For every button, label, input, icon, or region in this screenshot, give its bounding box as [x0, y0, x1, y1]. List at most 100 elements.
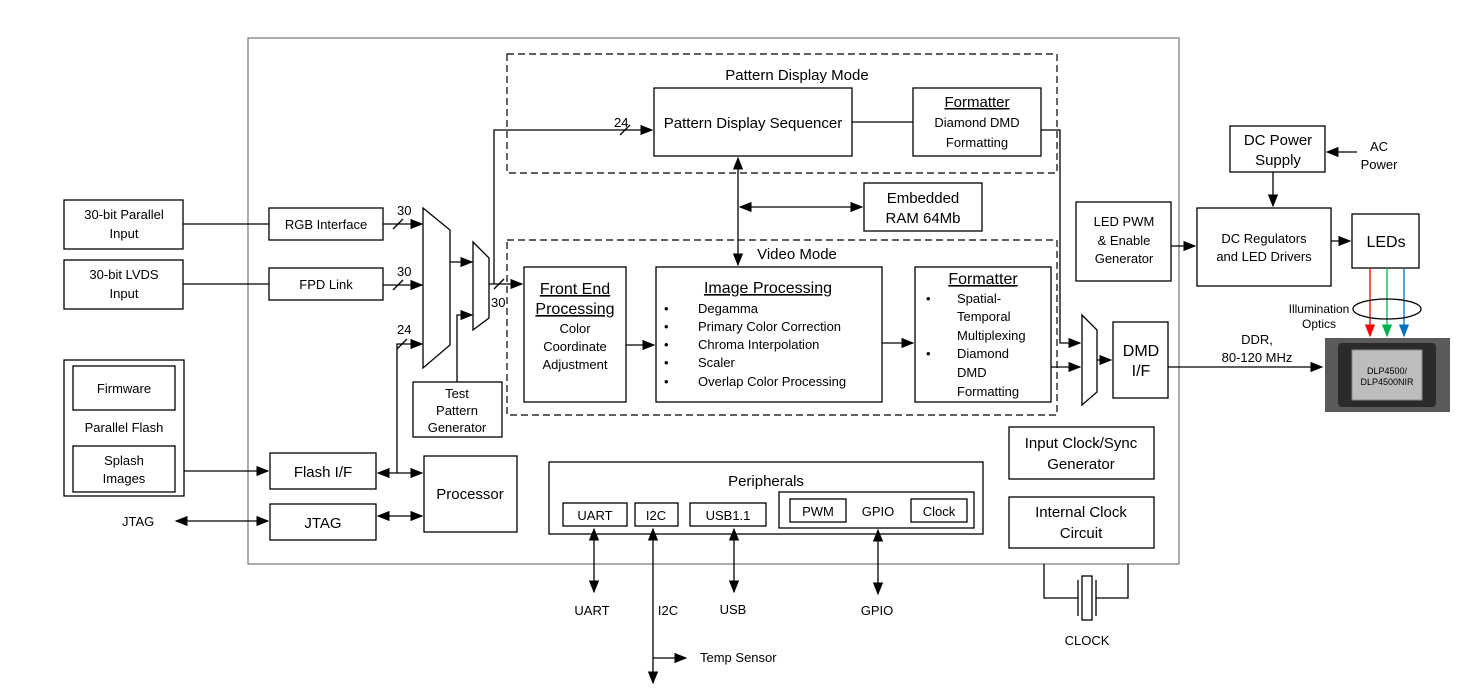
int-clock-l1: Internal Clock: [1035, 504, 1127, 521]
fpd-link: [268, 267, 384, 301]
dmd-if: [1112, 321, 1169, 399]
formatter2-title: Formatter: [948, 271, 1018, 288]
processor-label: Processor: [436, 486, 504, 503]
in-clock-l2: Generator: [1047, 456, 1115, 473]
gpio-label: GPIO: [862, 504, 895, 519]
tpg-l1: Test: [445, 386, 469, 401]
ac-l1: AC: [1370, 139, 1388, 154]
tpg-to-mux2: [456, 309, 474, 382]
formatter1-l1: Diamond DMD: [934, 115, 1019, 130]
bus-slash: [396, 338, 408, 350]
input-clock-sync: [1008, 426, 1155, 480]
ip-item: Degamma: [698, 301, 759, 316]
dc-power-l2: Supply: [1255, 152, 1301, 169]
lvds-in-l2: Input: [110, 286, 139, 301]
splash-images: [72, 445, 176, 493]
optics-l1: Illumination: [1289, 302, 1350, 316]
tpg-l2: Pattern: [436, 403, 478, 418]
bus-width-24: 24: [397, 322, 411, 337]
fmt2-l2: Temporal: [957, 309, 1011, 324]
usb-external: USB: [720, 602, 747, 617]
ram-l1: Embedded: [887, 190, 960, 207]
svg-text:•: •: [664, 337, 669, 352]
front-end-t1: Front End: [540, 281, 610, 298]
i2c-block: [634, 502, 679, 527]
optics-l2: Optics: [1302, 317, 1336, 331]
parallel-in-l2: Input: [110, 226, 139, 241]
video-mode-region: [506, 239, 1058, 416]
dc-regulators-led-drivers: [1196, 207, 1332, 287]
flash-if-label: Flash I/F: [294, 464, 352, 481]
controller-chip-boundary: [247, 37, 1180, 565]
output-mux: [1081, 313, 1098, 407]
front-end-l3: Adjustment: [542, 357, 607, 372]
pattern-mode-label: Pattern Display Mode: [725, 67, 868, 84]
tpg-l3: Generator: [428, 420, 487, 435]
parallel-in-l1: 30-bit Parallel: [84, 207, 164, 222]
bus-slash: [392, 279, 404, 291]
flash-to-mux: [396, 338, 424, 473]
splash-l2: Images: [103, 471, 146, 486]
dc-reg-l2: and LED Drivers: [1216, 249, 1312, 264]
dmd-if-l1: DMD: [1123, 343, 1159, 360]
fmt2-l4: Diamond: [957, 346, 1009, 361]
mux2-to-sequencer: [493, 124, 654, 284]
ddr-l2: 80-120 MHz: [1222, 350, 1293, 365]
fmt1-to-mux3: [1041, 129, 1082, 349]
flash-if: [269, 452, 377, 490]
parallel-input: [63, 199, 184, 250]
bus-width-30: 30: [397, 203, 411, 218]
ip-item: Chroma Interpolation: [698, 337, 819, 352]
pwm-label: PWM: [802, 504, 834, 519]
dmd-chip-l1: DLP4500/: [1367, 366, 1408, 376]
uart-block: [562, 502, 628, 527]
led-pwm-l2: & Enable: [1098, 233, 1151, 248]
front-end-l1: Color: [559, 321, 591, 336]
ac-l2: Power: [1361, 157, 1399, 172]
parallel-flash-label: Parallel Flash: [85, 420, 164, 435]
fmt2-l5: DMD: [957, 365, 987, 380]
i2c-external: I2C: [658, 603, 678, 618]
internal-clock-circuit: [1008, 496, 1155, 549]
formatter-video: [914, 266, 1052, 403]
jtag-block: [269, 503, 377, 541]
svg-text:•: •: [664, 319, 669, 334]
dc-reg-l1: DC Regulators: [1221, 231, 1307, 246]
formatter-pattern: [912, 87, 1042, 157]
clock-block: [910, 498, 968, 523]
svg-text:•: •: [664, 374, 669, 389]
front-end-processing: [523, 266, 627, 403]
lvds-input: [63, 259, 184, 310]
led-pwm-l1: LED PWM: [1094, 214, 1155, 229]
front-end-l2: Coordinate: [543, 339, 607, 354]
processor: [423, 455, 518, 533]
crystal-icon: [1043, 564, 1129, 621]
ram-l2: RAM 64Mb: [885, 210, 960, 227]
fmt2-l1: Spatial-: [957, 291, 1001, 306]
peripherals-label: Peripherals: [728, 473, 804, 490]
jtag-block-label: JTAG: [304, 515, 341, 532]
in-clock-l1: Input Clock/Sync: [1025, 435, 1138, 452]
dmd-if-l2: I/F: [1132, 363, 1151, 380]
dmd-chip-image: DLP4500/ DLP4500NIR: [1325, 338, 1450, 412]
fmt2-l6: Formatting: [957, 384, 1019, 399]
ip-item: Scaler: [698, 355, 736, 370]
ip-item: Overlap Color Processing: [698, 374, 846, 389]
ddr-l1: DDR,: [1241, 332, 1273, 347]
fmt2-l3: Multiplexing: [957, 328, 1026, 343]
rgb-interface: [268, 207, 384, 241]
clock-external: CLOCK: [1065, 633, 1110, 648]
bus-width-24: 24: [614, 115, 628, 130]
bus-slash: [392, 218, 404, 230]
pwm-block: [789, 498, 847, 523]
lvds-in-l1: 30-bit LVDS: [89, 267, 158, 282]
clock-label: Clock: [923, 504, 956, 519]
led-pwm-l3: Generator: [1095, 251, 1154, 266]
svg-text:•: •: [926, 291, 931, 306]
uart-label: UART: [577, 508, 612, 523]
bus-slash: [493, 278, 505, 290]
firmware: [72, 365, 176, 411]
embedded-ram: [863, 182, 983, 232]
input-mux: [422, 206, 451, 370]
